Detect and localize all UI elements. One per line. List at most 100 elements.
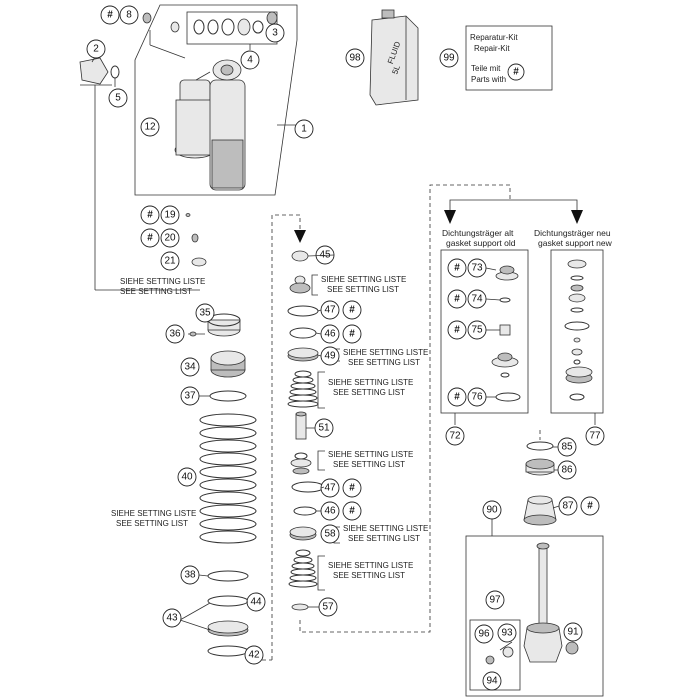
svg-text:98: 98 (349, 53, 361, 64)
spring-column (179, 313, 257, 657)
callout-19-hash: # (140, 205, 160, 225)
callout-51: 51 (314, 418, 334, 438)
callout-8: 8 (119, 5, 139, 25)
svg-text:#: # (349, 483, 355, 494)
callout-75: 75 (467, 320, 487, 340)
callout-90: 90 (482, 500, 502, 520)
setting-list-4-de: SIEHE SETTING LISTE (343, 348, 428, 357)
gasket-new-parts (564, 259, 593, 401)
svg-text:1: 1 (301, 124, 307, 135)
callout-19: 19 (160, 205, 180, 225)
gasket-support-old-box (440, 249, 529, 414)
svg-text:21: 21 (164, 256, 176, 267)
svg-text:#: # (513, 67, 519, 78)
svg-text:46: 46 (324, 506, 336, 517)
callout-46b: 46 (320, 501, 340, 521)
svg-text:#: # (454, 263, 460, 274)
adjuster-2 (79, 57, 109, 85)
fluid-can (369, 9, 419, 106)
setting-list-7-de: SIEHE SETTING LISTE (343, 524, 428, 533)
svg-text:73: 73 (471, 263, 483, 274)
setting-list-6-en: SEE SETTING LIST (333, 460, 405, 469)
svg-text:37: 37 (184, 391, 196, 402)
callout-40: 40 (177, 467, 197, 487)
callout-49: 49 (320, 346, 340, 366)
svg-text:51: 51 (318, 423, 330, 434)
callout-36: 36 (165, 324, 185, 344)
callout-4: 4 (240, 50, 260, 70)
repair-kit-line3: Teile mit (471, 64, 501, 73)
svg-text:42: 42 (248, 650, 260, 661)
svg-text:72: 72 (449, 431, 461, 442)
callout-34: 34 (180, 357, 200, 377)
callout-57: 57 (318, 597, 338, 617)
repair-kit-line4: Parts with (471, 75, 506, 84)
svg-text:19: 19 (164, 210, 176, 221)
callout-99: 99 (439, 48, 459, 68)
callout-77: 77 (585, 426, 605, 446)
svg-text:75: 75 (471, 325, 483, 336)
callout-91: 91 (563, 622, 583, 642)
svg-text:57: 57 (322, 602, 334, 613)
callout-74-hash: # (447, 289, 467, 309)
callout-8-hash: # (100, 5, 120, 25)
callout-21: 21 (160, 251, 180, 271)
setting-list-8-en: SEE SETTING LIST (333, 571, 405, 580)
callout-97: 97 (485, 590, 505, 610)
piston-rod (523, 542, 579, 663)
callout-87-hash: # (580, 496, 600, 516)
repair-kit-hash: # (507, 63, 525, 81)
svg-text:#: # (349, 329, 355, 340)
svg-text:20: 20 (164, 233, 176, 244)
svg-text:47: 47 (324, 483, 336, 494)
svg-text:#: # (147, 233, 153, 244)
svg-text:5: 5 (115, 93, 121, 104)
small-parts-column (185, 213, 207, 267)
svg-text:96: 96 (478, 629, 490, 640)
fluid-label-2: 5L (390, 64, 402, 76)
setting-list-3-de: SIEHE SETTING LISTE (321, 275, 406, 284)
svg-text:76: 76 (471, 392, 483, 403)
svg-text:94: 94 (486, 676, 498, 687)
callout-47b: 47 (320, 478, 340, 498)
callout-73: 73 (467, 258, 487, 278)
callout-76-hash: # (447, 387, 467, 407)
shock-assembly-box (79, 4, 298, 291)
svg-text:#: # (454, 294, 460, 305)
setting-list-1-de: SIEHE SETTING LISTE (120, 277, 205, 286)
svg-text:#: # (587, 501, 593, 512)
svg-text:74: 74 (471, 294, 483, 305)
setting-list-5-en: SEE SETTING LIST (333, 388, 405, 397)
callout-73-hash: # (447, 258, 467, 278)
svg-text:47: 47 (324, 305, 336, 316)
svg-text:97: 97 (489, 595, 501, 606)
svg-text:46: 46 (324, 329, 336, 340)
callout-5: 5 (108, 88, 128, 108)
svg-text:12: 12 (144, 122, 156, 133)
callout-86: 86 (557, 460, 577, 480)
svg-text:4: 4 (247, 55, 253, 66)
svg-text:38: 38 (184, 570, 196, 581)
setting-list-3-en: SEE SETTING LIST (327, 285, 399, 294)
gasket-new-de: Dichtungsträger neu (534, 228, 611, 238)
callout-12: 12 (140, 117, 160, 137)
svg-text:#: # (349, 506, 355, 517)
lower-right-parts (523, 441, 557, 526)
svg-text:8: 8 (126, 10, 132, 21)
svg-text:#: # (454, 325, 460, 336)
svg-text:3: 3 (272, 28, 278, 39)
setting-list-4-en: SEE SETTING LIST (348, 358, 420, 367)
callout-42: 42 (244, 645, 264, 665)
repair-kit-line2: Repair-Kit (474, 44, 510, 53)
callout-37: 37 (180, 386, 200, 406)
callout-47a-hash: # (342, 300, 362, 320)
callout-3: 3 (265, 23, 285, 43)
callout-44: 44 (246, 592, 266, 612)
callout-2: 2 (86, 39, 106, 59)
svg-text:93: 93 (501, 628, 513, 639)
callout-20: 20 (160, 228, 180, 248)
nut-8 (142, 12, 152, 24)
callout-1: 1 (294, 119, 314, 139)
svg-text:34: 34 (184, 362, 196, 373)
